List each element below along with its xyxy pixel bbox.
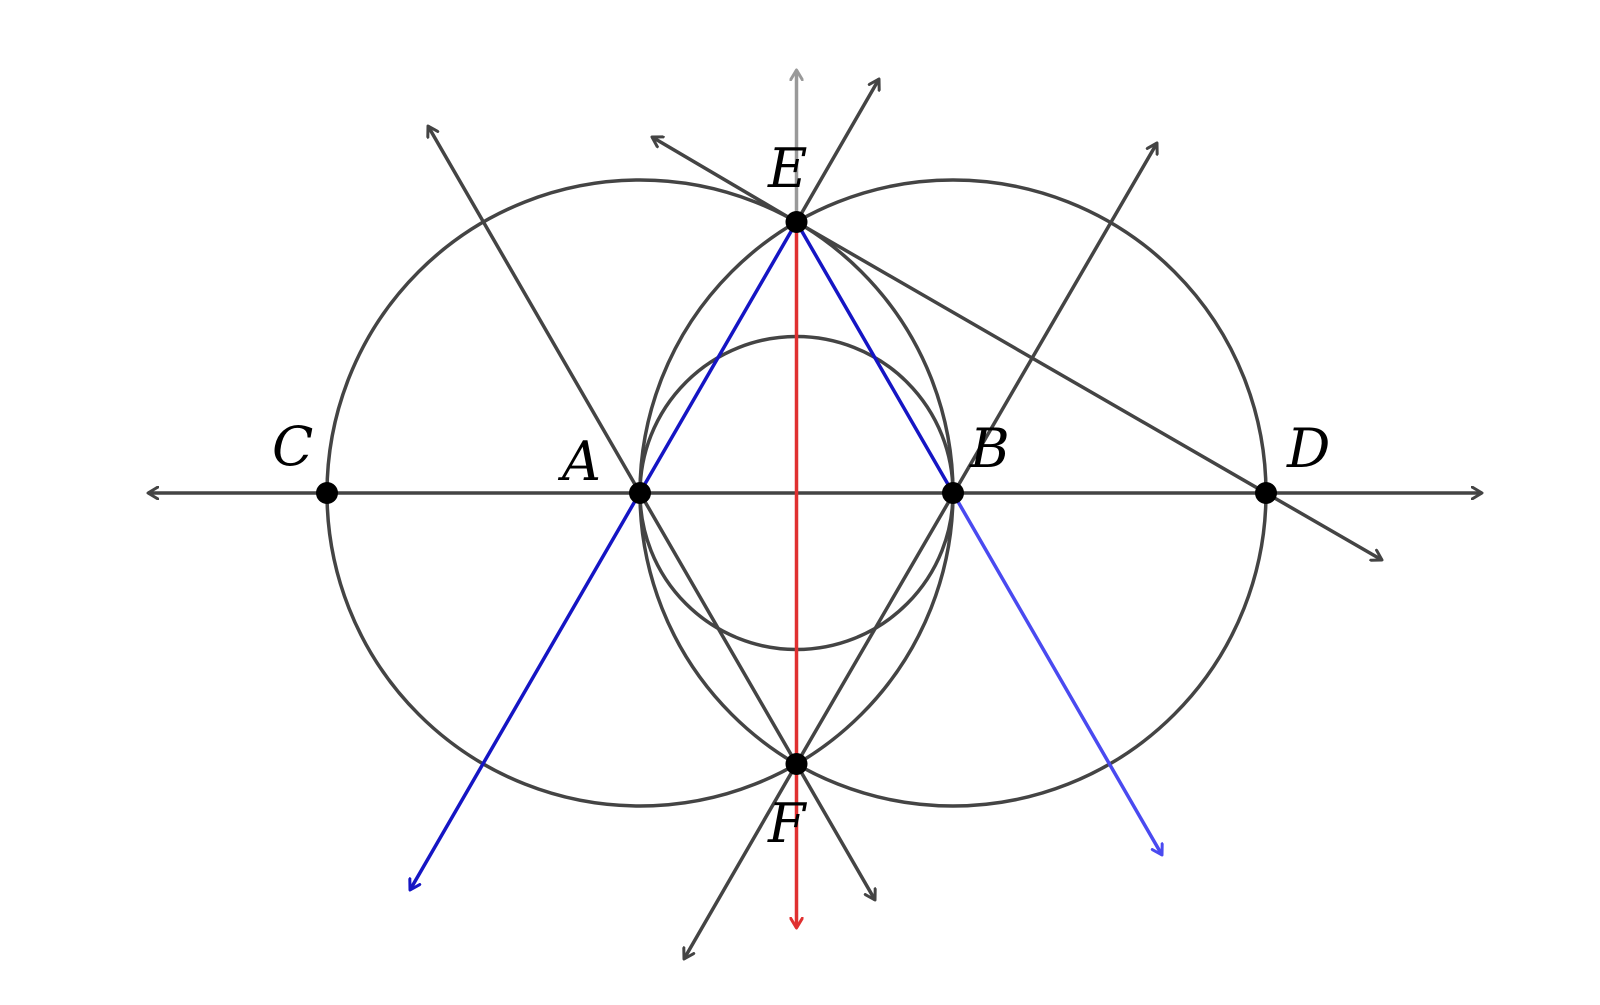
line-e-upper-right-ray [794, 79, 880, 223]
label-b: B [969, 417, 1010, 480]
line-bf-upper-ray [794, 143, 1158, 765]
line-ed-lower-ray [795, 220, 1383, 560]
label-d: D [1286, 417, 1330, 480]
point-c [316, 482, 338, 504]
point-a [629, 482, 651, 504]
ray-b-blue-light [951, 492, 1162, 855]
label-e: E [767, 137, 807, 200]
line-af-upper-ray [428, 126, 799, 765]
point-b [942, 482, 964, 504]
line-bf-lower-ray [684, 763, 799, 959]
point-e [785, 211, 808, 233]
label-a: A [557, 430, 601, 493]
label-c: C [272, 415, 313, 478]
line-af-lower-ray [794, 763, 876, 900]
label-f: F [767, 792, 808, 855]
segment-eb-blue [794, 221, 955, 494]
point-f [785, 753, 808, 775]
point-d [1255, 482, 1277, 504]
line-ed-upper-ray [652, 137, 798, 224]
line-ea-blue-ray [410, 221, 799, 890]
